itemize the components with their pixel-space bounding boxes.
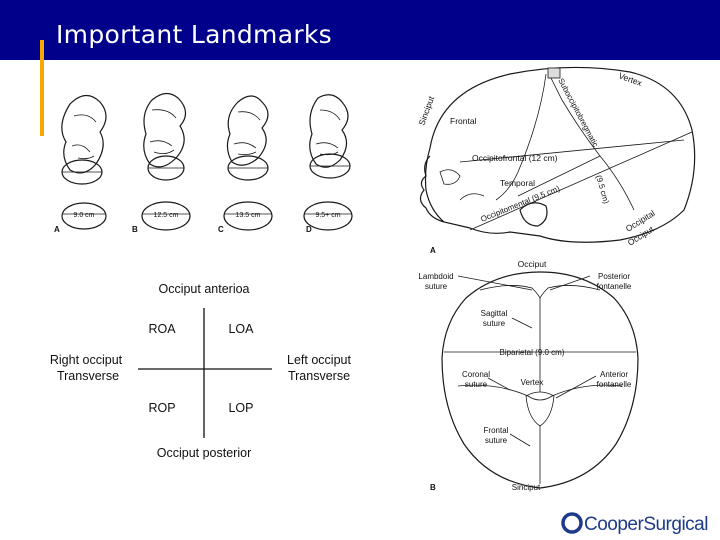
fig-letter: B <box>430 483 436 492</box>
frontal-label: Frontal <box>484 426 509 435</box>
leader-line <box>550 276 590 290</box>
face-profile <box>420 156 444 222</box>
occiput-anterior-label: Occiput anterioa <box>158 282 249 296</box>
sinciput-label: Sinciput <box>416 94 436 126</box>
leader-line <box>488 378 510 390</box>
frontal-label: Frontal <box>450 116 477 126</box>
skull-lateral-diagram: Vertex Sinciput Frontal Suboccipitobregm… <box>400 60 720 256</box>
measure-label: 9.5+ cm <box>315 212 340 219</box>
posterior-fontanelle-label: fontanelle <box>597 282 632 291</box>
fig-letter: D <box>306 225 312 234</box>
fetus-sketch-d <box>310 95 350 178</box>
lambdoid-suture <box>480 285 600 298</box>
right-transverse-label: Transverse <box>57 369 119 383</box>
anterior-fontanelle-label: fontanelle <box>597 380 632 389</box>
coronal-label: Coronal <box>462 370 490 379</box>
sinciput-label: Sinciput <box>512 483 541 492</box>
measure-head-c: 13.5 cm <box>224 202 272 230</box>
occiput-label: Occiput <box>518 259 547 269</box>
anterior-label: Anterior <box>600 370 628 379</box>
fontanelle-marker <box>548 68 560 78</box>
measure-head-b: 12.5 cm <box>142 202 190 230</box>
measure-head-a: 9.0 cm <box>62 203 106 229</box>
accent-bar <box>40 40 44 136</box>
measure-label: 9.0 cm <box>73 212 94 219</box>
diameter-label: (9.5 cm) <box>594 174 611 205</box>
sagittal-label: Sagittal <box>481 309 508 318</box>
roa-label: ROA <box>148 322 176 336</box>
occiput-posterior-label: Occiput posterior <box>157 446 251 460</box>
lambdoid-suture-label: suture <box>425 282 448 291</box>
coronal-suture-label: suture <box>465 380 488 389</box>
leader-line <box>512 318 532 328</box>
measure-label: 12.5 cm <box>154 212 179 219</box>
fig-letter: C <box>218 225 224 234</box>
title-bar: Important Landmarks <box>0 0 720 60</box>
biparietal-label: Biparietal (9.0 cm) <box>500 348 565 357</box>
fig-letter: B <box>132 225 138 234</box>
leader-line <box>510 434 530 446</box>
lambdoid-label: Lambdoid <box>418 272 453 281</box>
fetus-sketch-c <box>227 96 268 180</box>
occipitomental-label: Occipitomental (9.5 cm) <box>479 184 561 224</box>
loa-label: LOA <box>228 322 254 336</box>
rop-label: ROP <box>148 401 175 415</box>
temporal-label: Temporal <box>500 178 535 188</box>
right-occiput-label: Right occiput <box>50 353 123 367</box>
occiput-position-chart: Occiput anterioa Occiput posterior Right… <box>40 270 380 470</box>
fig-letter: A <box>54 225 60 234</box>
skull-top-diagram: Occiput Lambdoid suture Posterior fontan… <box>400 258 700 494</box>
coopersurgical-logo: CooperSurgical <box>560 508 714 538</box>
fetus-sketch-a <box>62 95 106 184</box>
logo-text: CooperSurgical <box>584 514 708 535</box>
fetus-sketch-b <box>144 93 186 180</box>
page-title: Important Landmarks <box>56 20 332 49</box>
logo-mark <box>563 514 581 532</box>
sagittal-suture-label: suture <box>483 319 506 328</box>
fetal-positions-figure: 9.0 cm 12.5 cm 13.5 cm 9.5+ cm A B C D <box>48 86 368 240</box>
vertex-label: Vertex <box>617 70 644 88</box>
fig-letter: A <box>430 246 436 255</box>
frontal-suture-label: suture <box>485 436 508 445</box>
left-occiput-label: Left occiput <box>287 353 351 367</box>
posterior-label: Posterior <box>598 272 630 281</box>
leader-line <box>458 276 532 290</box>
leader-line <box>556 376 596 398</box>
left-transverse-label: Transverse <box>288 369 350 383</box>
vertex-label: Vertex <box>521 378 544 387</box>
measure-label: 13.5 cm <box>236 212 261 219</box>
suboccipitobregmatic-label: Suboccipitobregmatic <box>556 77 600 149</box>
occipitofrontal-label: Occipitofrontal (12 cm) <box>472 153 558 163</box>
lop-label: LOP <box>228 401 253 415</box>
face-detail <box>440 170 484 200</box>
